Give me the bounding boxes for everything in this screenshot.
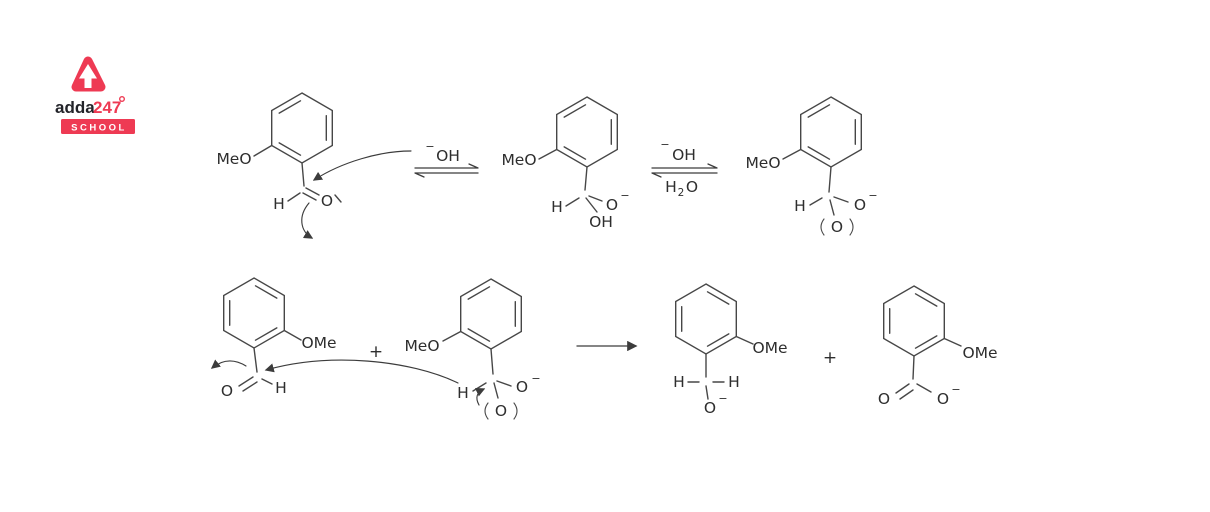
curved-arrow-carbonyl bbox=[210, 359, 247, 369]
h-label: H bbox=[273, 195, 285, 213]
logo-tagline: SCHOOL bbox=[71, 123, 127, 134]
logo-key-dot-icon bbox=[118, 96, 125, 103]
bonds bbox=[253, 144, 342, 203]
water-subscript: 2 bbox=[678, 187, 685, 199]
bonds bbox=[538, 148, 603, 213]
benzene-ring bbox=[271, 92, 333, 164]
o-minus-charge: − bbox=[531, 372, 540, 385]
molecule-alkoxide-product: OMe H H O − bbox=[673, 283, 788, 417]
methoxy-label: MeO bbox=[404, 337, 439, 355]
molecule-aldehyde-row2: OMe O H bbox=[210, 277, 337, 400]
methoxy-label: MeO bbox=[501, 151, 536, 169]
molecule-aldehyde-row1: MeO H O bbox=[216, 92, 412, 239]
hydroxide-charge: − bbox=[425, 140, 434, 153]
curved-arrow-pi-to-oxygen bbox=[301, 202, 314, 239]
o-minus-label: O bbox=[937, 390, 949, 408]
benzene-ring bbox=[460, 278, 522, 350]
bonds bbox=[687, 335, 754, 400]
o-label: O bbox=[221, 382, 233, 400]
logo-school-banner: SCHOOL bbox=[61, 119, 135, 134]
o-minus-label: O bbox=[516, 378, 528, 396]
bonds bbox=[782, 148, 849, 216]
benzene-ring bbox=[222, 277, 285, 349]
equilibrium-arrows-1: − OH bbox=[414, 140, 479, 178]
logo: adda 247 SCHOOL bbox=[55, 56, 135, 134]
water-h-label: H bbox=[665, 178, 677, 196]
equilibrium-arrows-2: − OH H 2 O bbox=[651, 138, 718, 199]
methoxy-label: OMe bbox=[752, 339, 787, 357]
curved-arrow-alkoxide-push bbox=[474, 388, 486, 406]
methoxy-label: MeO bbox=[216, 150, 251, 168]
methoxy-label: MeO bbox=[745, 154, 780, 172]
hydroxide-charge: − bbox=[660, 138, 669, 151]
benzene-ring bbox=[556, 96, 618, 168]
lone-pair-arcs bbox=[820, 218, 854, 236]
bonds bbox=[442, 330, 512, 399]
lone-pair-arcs bbox=[484, 402, 518, 420]
h-label: H bbox=[457, 384, 469, 402]
benzene-ring bbox=[800, 96, 862, 168]
molecule-dianion-row2: MeO H O − O bbox=[404, 278, 541, 420]
o-minus-charge: − bbox=[718, 392, 727, 405]
h-right-label: H bbox=[728, 373, 740, 391]
curved-arrow-hydride-transfer bbox=[264, 359, 459, 384]
oh-label: OH bbox=[589, 213, 613, 231]
molecule-tetrahedral-intermediate: MeO H O − OH bbox=[501, 96, 630, 231]
methoxy-label: OMe bbox=[962, 344, 997, 362]
molecule-dianion-row1: MeO H O − O bbox=[745, 96, 878, 236]
o-minus-charge: − bbox=[868, 189, 877, 202]
o-bottom-label: O bbox=[495, 402, 507, 420]
plus-sign-right: + bbox=[823, 348, 837, 368]
banner-background bbox=[61, 119, 135, 134]
o-minus-charge: − bbox=[620, 189, 629, 202]
methoxy-label: OMe bbox=[301, 334, 336, 352]
logo-a-icon bbox=[71, 56, 106, 92]
benzene-ring bbox=[883, 285, 945, 357]
equilibrium-harpoons bbox=[651, 163, 718, 178]
plus-sign-left: + bbox=[369, 342, 383, 362]
equilibrium-harpoons bbox=[414, 163, 479, 178]
h-left-label: H bbox=[673, 373, 685, 391]
logo-up-arrow-icon bbox=[79, 64, 97, 88]
water-o-label: O bbox=[686, 178, 698, 196]
o-label: O bbox=[321, 192, 333, 210]
o-minus-charge: − bbox=[951, 383, 960, 396]
hydroxide-label: OH bbox=[436, 147, 460, 165]
bonds bbox=[238, 329, 302, 392]
hydroxide-label: OH bbox=[672, 146, 696, 164]
bonds bbox=[895, 337, 962, 400]
o-minus-label: O bbox=[854, 196, 866, 214]
logo-brand-text: adda bbox=[55, 98, 95, 117]
o-minus-label: O bbox=[606, 196, 618, 214]
benzene-ring bbox=[675, 283, 737, 355]
logo-brand-number: 247 bbox=[93, 98, 121, 117]
o-minus-label: O bbox=[704, 399, 716, 417]
o-double-label: O bbox=[878, 390, 890, 408]
curved-arrow-nucleophilic-attack bbox=[312, 150, 412, 181]
o-bottom-label: O bbox=[831, 218, 843, 236]
h-label: H bbox=[275, 379, 287, 397]
h-label: H bbox=[551, 198, 563, 216]
h-label: H bbox=[794, 197, 806, 215]
molecule-carboxylate-product: OMe O O − bbox=[878, 285, 998, 408]
